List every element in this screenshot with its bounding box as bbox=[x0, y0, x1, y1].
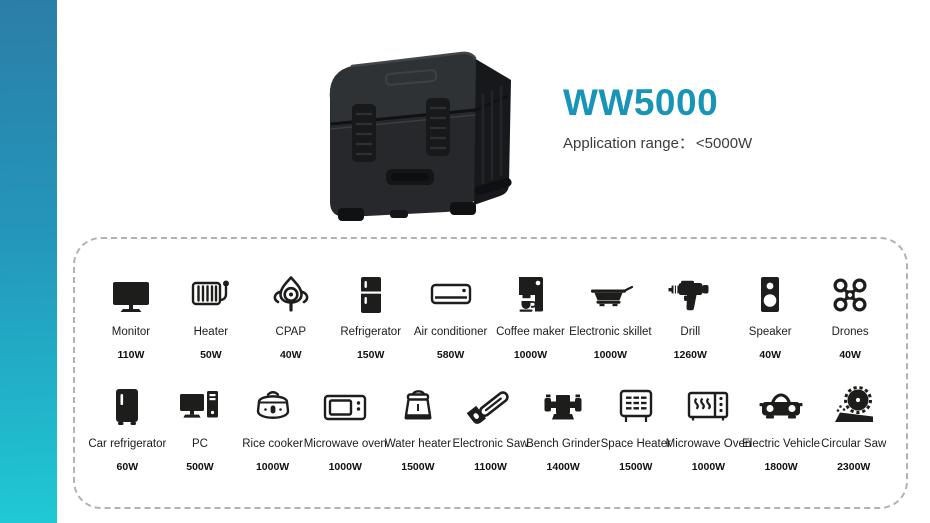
cpap-icon bbox=[269, 263, 313, 317]
appliance-label: Electric Vehicle bbox=[742, 438, 821, 450]
appliance-wattage: 40W bbox=[279, 349, 302, 361]
left-accent-bar bbox=[0, 0, 57, 523]
speaker-icon bbox=[748, 263, 792, 317]
appliance-microwave-oven: Microwave oven 1000W bbox=[304, 375, 387, 473]
appliance-bench-grinder: Bench Grinder 1400W bbox=[526, 375, 601, 473]
appliance-wattage: 1800W bbox=[764, 461, 798, 473]
appliance-label: Electronic skillet bbox=[569, 326, 652, 338]
heater-icon bbox=[189, 263, 233, 317]
bench-grinder-icon bbox=[540, 375, 586, 429]
microwave-oven-icon bbox=[322, 375, 368, 429]
appliance-drones: Drones 40W bbox=[810, 263, 890, 361]
appliance-row-1: Monitor 110W Heater 50W bbox=[91, 263, 890, 361]
appliance-label: PC bbox=[191, 438, 208, 450]
appliance-wattage: 1000W bbox=[328, 461, 362, 473]
appliance-wattage: 1100W bbox=[474, 461, 507, 473]
car-refrigerator-icon bbox=[105, 375, 149, 429]
appliance-label: Space Heater bbox=[600, 438, 671, 450]
air-conditioner-icon bbox=[428, 263, 474, 317]
appliance-monitor: Monitor 110W bbox=[91, 263, 171, 361]
appliance-wattage: 1000W bbox=[513, 349, 548, 361]
appliance-wattage: 1000W bbox=[593, 349, 628, 361]
hard-case-illustration bbox=[329, 51, 512, 221]
drill-icon bbox=[668, 263, 712, 317]
appliance-label: Air conditioner bbox=[413, 326, 488, 338]
appliance-row-2: Car refrigerator 60W PC 500W bbox=[88, 375, 890, 473]
appliance-pc: PC 500W bbox=[164, 375, 237, 473]
application-range-value: <5000W bbox=[695, 134, 753, 152]
appliance-wattage: 110W bbox=[117, 349, 145, 361]
appliance-water-heater: Water heater 1500W bbox=[382, 375, 455, 473]
appliance-label: Drill bbox=[680, 326, 701, 338]
appliance-wattage: 50W bbox=[200, 349, 222, 361]
appliance-wattage: 40W bbox=[759, 349, 781, 361]
circular-saw-icon bbox=[831, 375, 877, 429]
appliance-space-heater: Space Heater 1500W bbox=[599, 375, 672, 473]
appliance-refrigerator: Refrigerator 150W bbox=[331, 263, 411, 361]
product-header: WW5000 Application range：<5000W bbox=[563, 82, 752, 153]
appliance-electronic-skillet: Electronic skillet 1000W bbox=[569, 263, 652, 361]
appliance-wattage: 2300W bbox=[837, 461, 871, 473]
appliance-label: Speaker bbox=[748, 326, 792, 338]
appliance-wattage: 1400W bbox=[546, 461, 580, 473]
product-model-title: WW5000 bbox=[563, 82, 719, 123]
appliance-microwave-oven-heat: Microwave Oven 1000W bbox=[666, 375, 751, 473]
electronic-saw-icon bbox=[466, 375, 515, 429]
coffee-maker-icon bbox=[508, 263, 552, 317]
appliance-circular-saw: Circular Saw 2300W bbox=[817, 375, 890, 473]
rice-cooker-icon bbox=[251, 375, 295, 429]
appliance-wattage: 1260W bbox=[673, 349, 707, 361]
appliance-wattage: 1500W bbox=[401, 461, 435, 473]
microwave-oven-heat-icon bbox=[685, 375, 731, 429]
electronic-skillet-icon bbox=[587, 263, 634, 317]
appliance-air-conditioner: Air conditioner 580W bbox=[411, 263, 491, 361]
pc-icon bbox=[178, 375, 222, 429]
appliance-wattage: 580W bbox=[436, 349, 465, 361]
appliance-label: Monitor bbox=[111, 326, 151, 338]
appliance-wattage: 500W bbox=[186, 461, 214, 473]
appliance-electric-vehicle: Electric Vehicle 1800W bbox=[742, 375, 821, 473]
appliance-heater: Heater 50W bbox=[171, 263, 251, 361]
appliance-wattage: 60W bbox=[116, 461, 139, 473]
refrigerator-icon bbox=[349, 263, 393, 317]
appliance-label: Water heater bbox=[384, 438, 451, 450]
application-range: Application range：<5000W bbox=[563, 132, 752, 153]
appliance-label: CPAP bbox=[275, 326, 306, 338]
appliance-label: Rice cooker bbox=[242, 438, 303, 450]
appliance-coffee-maker: Coffee maker 1000W bbox=[491, 263, 571, 361]
appliance-label: Coffee maker bbox=[496, 326, 565, 338]
appliance-label: Refrigerator bbox=[340, 326, 402, 338]
appliance-label: Car refrigerator bbox=[88, 438, 167, 450]
appliance-label: Heater bbox=[193, 326, 229, 338]
appliance-cpap: CPAP 40W bbox=[251, 263, 331, 361]
appliance-label: Drones bbox=[831, 326, 869, 338]
product-case-image bbox=[278, 34, 530, 226]
water-heater-icon bbox=[396, 375, 440, 429]
appliance-electronic-saw: Electronic Saw 1100W bbox=[452, 375, 529, 473]
appliance-wattage: 1000W bbox=[255, 461, 290, 473]
appliance-label: Microwave oven bbox=[303, 438, 387, 450]
appliance-drill: Drill 1260W bbox=[650, 263, 730, 361]
appliance-speaker: Speaker 40W bbox=[730, 263, 810, 361]
drones-icon bbox=[828, 263, 872, 317]
appliance-wattage: 40W bbox=[839, 349, 861, 361]
appliance-wattage: 1500W bbox=[619, 461, 653, 473]
appliance-label: Bench Grinder bbox=[526, 438, 601, 450]
application-range-label: Application range： bbox=[563, 134, 694, 152]
electric-vehicle-icon bbox=[758, 375, 804, 429]
appliance-rice-cooker: Rice cooker 1000W bbox=[236, 375, 309, 473]
appliance-panel: Monitor 110W Heater 50W bbox=[73, 237, 908, 509]
appliance-label: Microwave Oven bbox=[665, 438, 752, 450]
appliance-wattage: 1000W bbox=[691, 461, 726, 473]
appliance-car-refrigerator: Car refrigerator 60W bbox=[88, 375, 167, 473]
monitor-icon bbox=[109, 263, 153, 317]
space-heater-icon bbox=[614, 375, 658, 429]
appliance-label: Electronic Saw bbox=[452, 438, 529, 450]
appliance-wattage: 150W bbox=[356, 349, 385, 361]
appliance-label: Circular Saw bbox=[821, 438, 887, 450]
